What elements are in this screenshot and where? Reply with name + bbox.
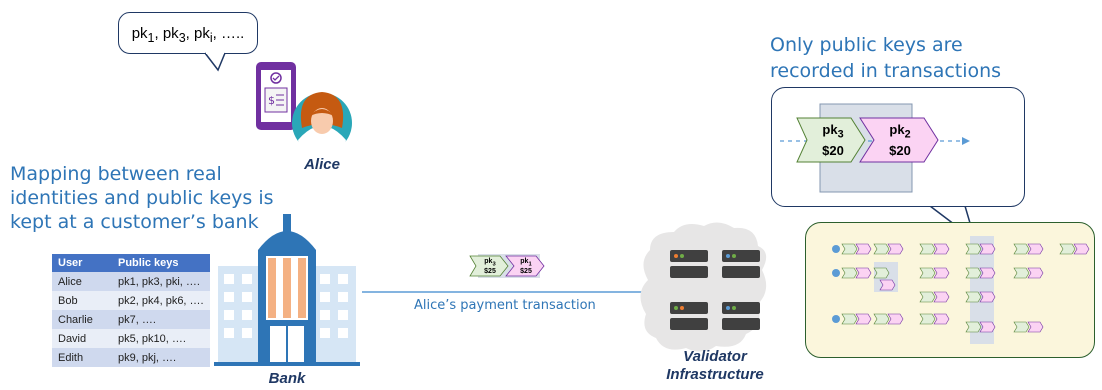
cell-user: Edith [52,348,112,367]
cell-user: David [52,329,112,348]
mapping-line-2: identities and public keys is [10,187,274,209]
alice-keys-ellipsis: ….. [220,25,245,42]
cell-keys: pk9, pkj, …. [112,348,210,367]
cell-user: Charlie [52,310,112,329]
validator-server-icon [640,222,767,352]
validator-label: Validator Infrastructure [640,348,790,384]
pubkeys-line-1: Only public keys are [770,34,963,56]
big-tx-left-amount: $20 [822,142,844,158]
small-tx-right-sub: 1 [528,261,532,268]
small-tx-right-key: pk [520,258,529,265]
big-tx-left-sub: 3 [837,128,844,141]
big-tx-right-sub: 2 [904,128,911,141]
svg-text:$: $ [268,94,275,107]
big-tx-right-label: pk2 $20 [880,122,920,158]
table-header-row: User Public keys [52,254,210,272]
small-transaction-card [469,254,545,278]
validator-label-line-2: Infrastructure [666,366,764,383]
phone-icon: $ [256,62,296,130]
alice-speech-bubble: pk1, pk3, pki, ….. [118,12,258,54]
cell-user: Alice [52,272,112,291]
bank-label: Bank [268,370,306,387]
alice-key-1: pk [131,25,148,42]
mapping-description: Mapping between real identities and publ… [10,162,350,234]
big-tx-left-label: pk3 $20 [813,122,853,158]
small-tx-left-sub: 3 [492,261,496,268]
big-tx-right-amount: $20 [889,142,911,158]
small-tx-right-amount: $25 [520,268,532,276]
payment-transaction-label: Alice’s payment transaction [414,298,596,313]
small-tx-left-label: pk3 $25 [476,258,504,276]
cell-keys: pk1, pk3, pki, …. [112,272,210,291]
pubkeys-line-2: recorded in transactions [770,60,1002,82]
alice-key-2-sub: 3 [178,31,186,45]
bubble-tail [204,52,226,72]
validator-label-line-1: Validator [683,348,747,365]
cell-user: Bob [52,291,112,310]
column-header-user: User [52,254,112,272]
big-tx-right-key: pk [889,122,905,137]
small-tx-left-amount: $25 [484,268,496,276]
cell-keys: pk5, pk10, …. [112,329,210,348]
alice-key-1-sub: 1 [147,31,155,45]
alice-key-3: pk [193,25,210,42]
cell-keys: pk7, …. [112,310,210,329]
big-transaction-overlay [780,103,970,193]
alice-avatar [292,92,352,154]
small-tx-right-label: pk1 $25 [512,258,540,276]
ledger-overlay [832,236,1090,344]
small-tx-left-key: pk [484,258,493,265]
alice-key-2: pk [162,25,179,42]
mapping-line-3: kept at a customer’s bank [10,211,259,233]
bank-building-icon [214,214,360,366]
public-keys-description: Only public keys are recorded in transac… [770,32,1010,84]
cell-keys: pk2, pk4, pk6, …. [112,291,210,310]
alice-key-3-sub: i [209,31,213,45]
mapping-line-1: Mapping between real [10,163,222,185]
big-tx-left-key: pk [822,122,838,137]
alice-label: Alice [304,156,340,173]
column-header-public-keys: Public keys [112,254,210,272]
